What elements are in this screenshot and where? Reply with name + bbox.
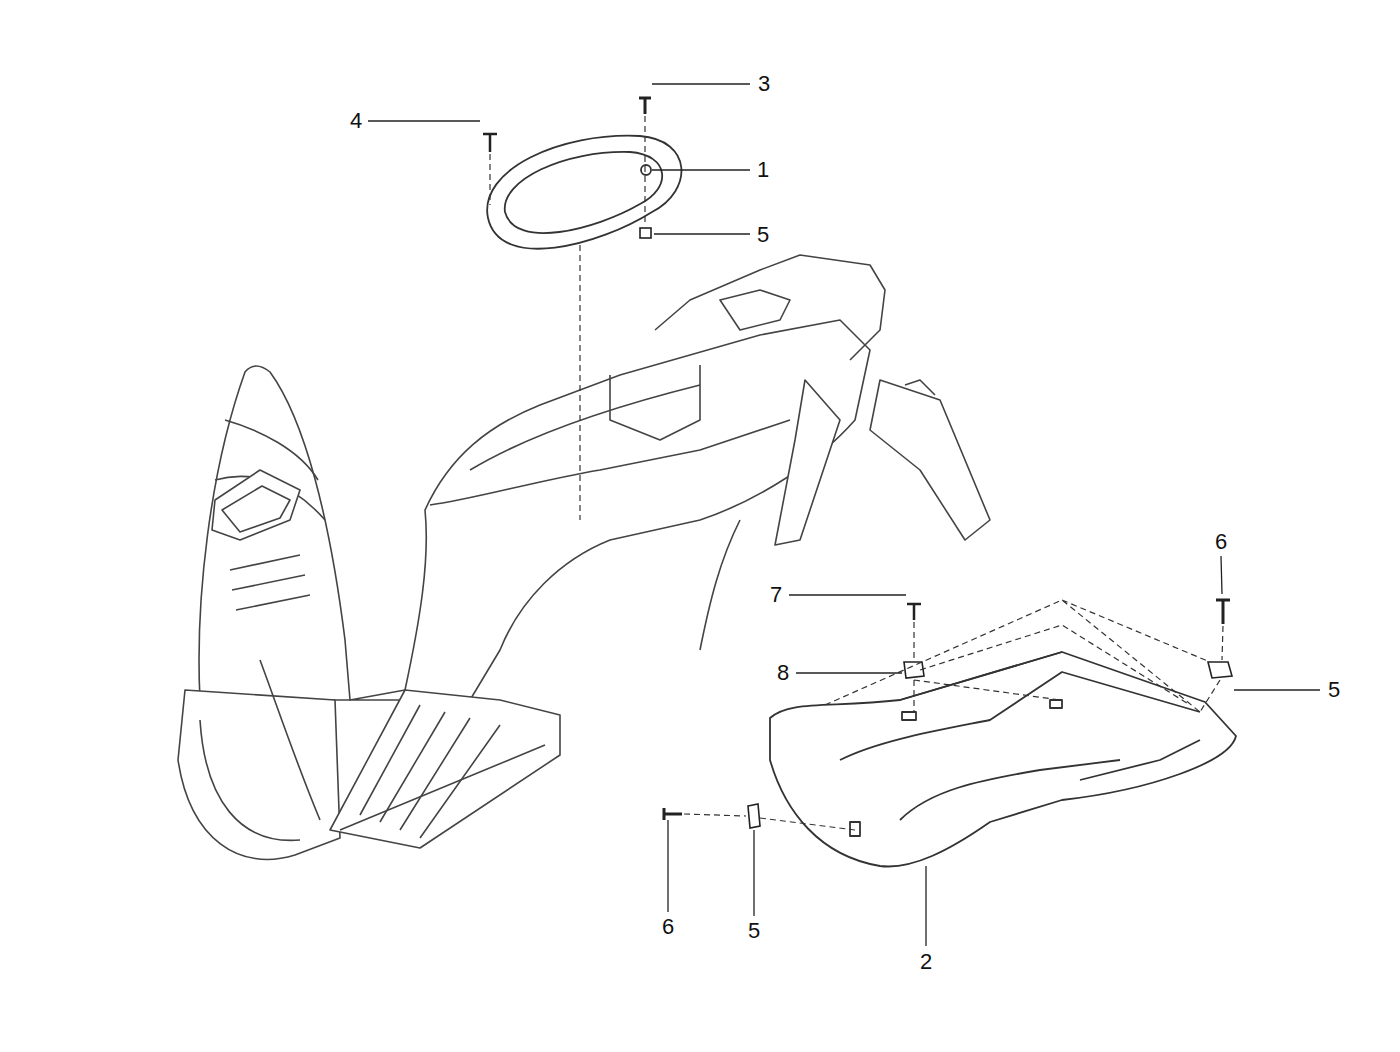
callout-number: 4 — [350, 110, 362, 132]
callout-number: 3 — [758, 73, 770, 95]
callout-number: 5 — [1328, 679, 1340, 701]
callout-number: 2 — [920, 951, 932, 973]
callout-number: 5 — [748, 920, 760, 942]
callout-number: 7 — [770, 584, 782, 606]
callout-number: 1 — [757, 159, 769, 181]
fasteners — [483, 98, 1232, 828]
callout-number: 8 — [777, 662, 789, 684]
callout-number: 6 — [1215, 531, 1227, 553]
callout-number: 6 — [662, 916, 674, 938]
callout-number: 5 — [757, 224, 769, 246]
part-1-cover — [487, 136, 681, 249]
assembly-lines — [490, 116, 1223, 830]
leader-lines — [368, 84, 1320, 946]
